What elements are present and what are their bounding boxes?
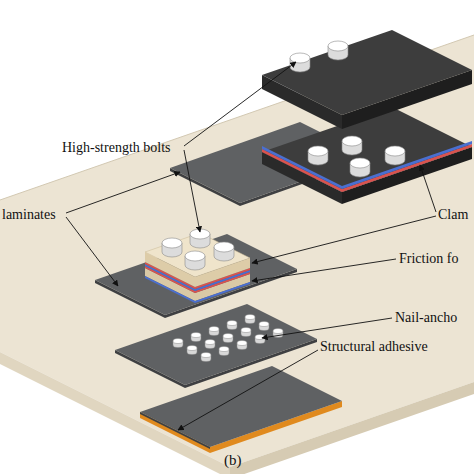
nail-anchors: [245, 315, 255, 324]
nail-anchors: [227, 321, 237, 330]
nail-anchors: [191, 333, 201, 342]
nail-anchors: [201, 353, 211, 362]
concrete-slab: [0, 35, 474, 474]
clamp-bolts: [308, 136, 405, 177]
high-strength-bolts: [185, 251, 205, 270]
leader-lines: [66, 217, 118, 286]
lower-clamp-plate: [262, 144, 472, 192]
clamp-bolts: [342, 136, 362, 155]
lower-clamp-plate: [262, 107, 472, 204]
callout-label: Clam: [438, 207, 468, 223]
leader-lines: [420, 165, 436, 212]
nail-anchors: [237, 341, 247, 350]
nail-anchors: [173, 315, 283, 362]
nail-anchors: [173, 339, 183, 348]
upper-clamp-plate: [262, 30, 472, 129]
nail-anchors: [209, 327, 219, 336]
top-bolts: [290, 53, 310, 72]
nail-anchored-plate: [115, 304, 317, 388]
friction-clamp-plate: [145, 252, 250, 287]
high-strength-bolts: [162, 238, 182, 257]
nail-anchors: [241, 328, 251, 337]
leader-lines: [66, 62, 436, 430]
nail-anchors: [255, 335, 265, 344]
leader-lines: [252, 259, 396, 281]
callout-label: Structural adhesive: [320, 339, 428, 355]
clamp-bolts: [350, 158, 370, 177]
leader-lines: [262, 318, 392, 338]
high-strength-bolts: [214, 242, 234, 261]
leader-lines: [184, 62, 296, 146]
clamp-bolts: [385, 146, 405, 165]
nail-anchors: [259, 322, 269, 331]
nail-anchors: [187, 346, 197, 355]
concrete-slab: [0, 35, 474, 467]
figure-caption: (b): [224, 452, 242, 468]
nail-anchors: [219, 347, 229, 356]
nail-anchors: [223, 334, 233, 343]
leader-lines: [184, 150, 200, 232]
leader-lines: [66, 172, 180, 213]
top-bolts: [328, 41, 348, 60]
high-strength-bolts: [162, 229, 234, 270]
nail-anchored-plate: [115, 304, 317, 385]
callout-label: Friction fo: [399, 251, 459, 267]
leader-lines: [178, 350, 318, 430]
callout-label: High-strength bolts: [62, 140, 171, 156]
upper-clamp-plate: [262, 30, 472, 115]
top-bolts: [290, 41, 348, 72]
clamp-bolts: [308, 146, 328, 165]
lower-clamp-plate: [262, 141, 472, 189]
callout-label: laminates: [2, 207, 56, 223]
nail-anchors: [205, 340, 215, 349]
callout-label: Nail-ancho: [395, 310, 457, 326]
